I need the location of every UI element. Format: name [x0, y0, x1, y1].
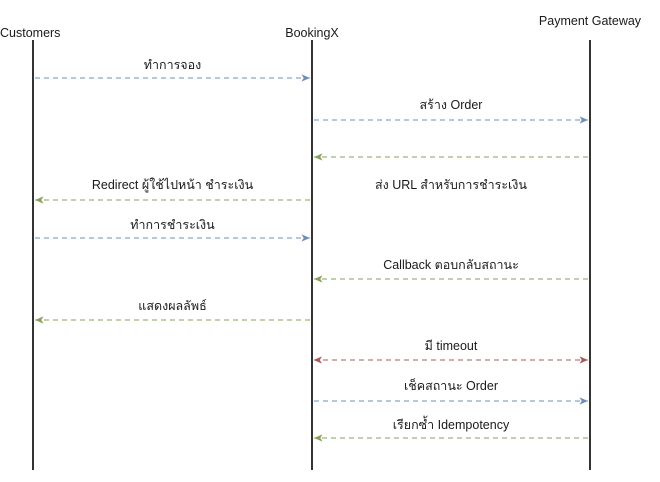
message-label-m3: ส่ง URL สำหรับการชำระเงิน — [375, 178, 527, 192]
participant-label-gateway: Payment Gateway — [538, 14, 642, 28]
message-label-m6: Callback ตอบกลับสถานะ — [383, 258, 519, 272]
message-label-m9: เช็คสถานะ Order — [403, 379, 499, 393]
message-label-m5: ทำการชำระเงิน — [130, 218, 215, 232]
message-label-m10: เรียกซ้ำ Idempotency — [392, 418, 510, 432]
participant-label-customers: Customers — [0, 26, 61, 40]
message-label-m2: สร้าง Order — [419, 98, 483, 112]
participant-label-bookingx: BookingX — [285, 26, 339, 40]
message-label-m7: แสดงผลลัพธ์ — [138, 299, 207, 313]
message-label-m1: ทำการจอง — [143, 58, 202, 72]
message-label-m8: มี timeout — [424, 339, 478, 353]
message-label-m4: Redirect ผู้ใช้ไปหน้า ชำระเงิน — [91, 178, 254, 192]
